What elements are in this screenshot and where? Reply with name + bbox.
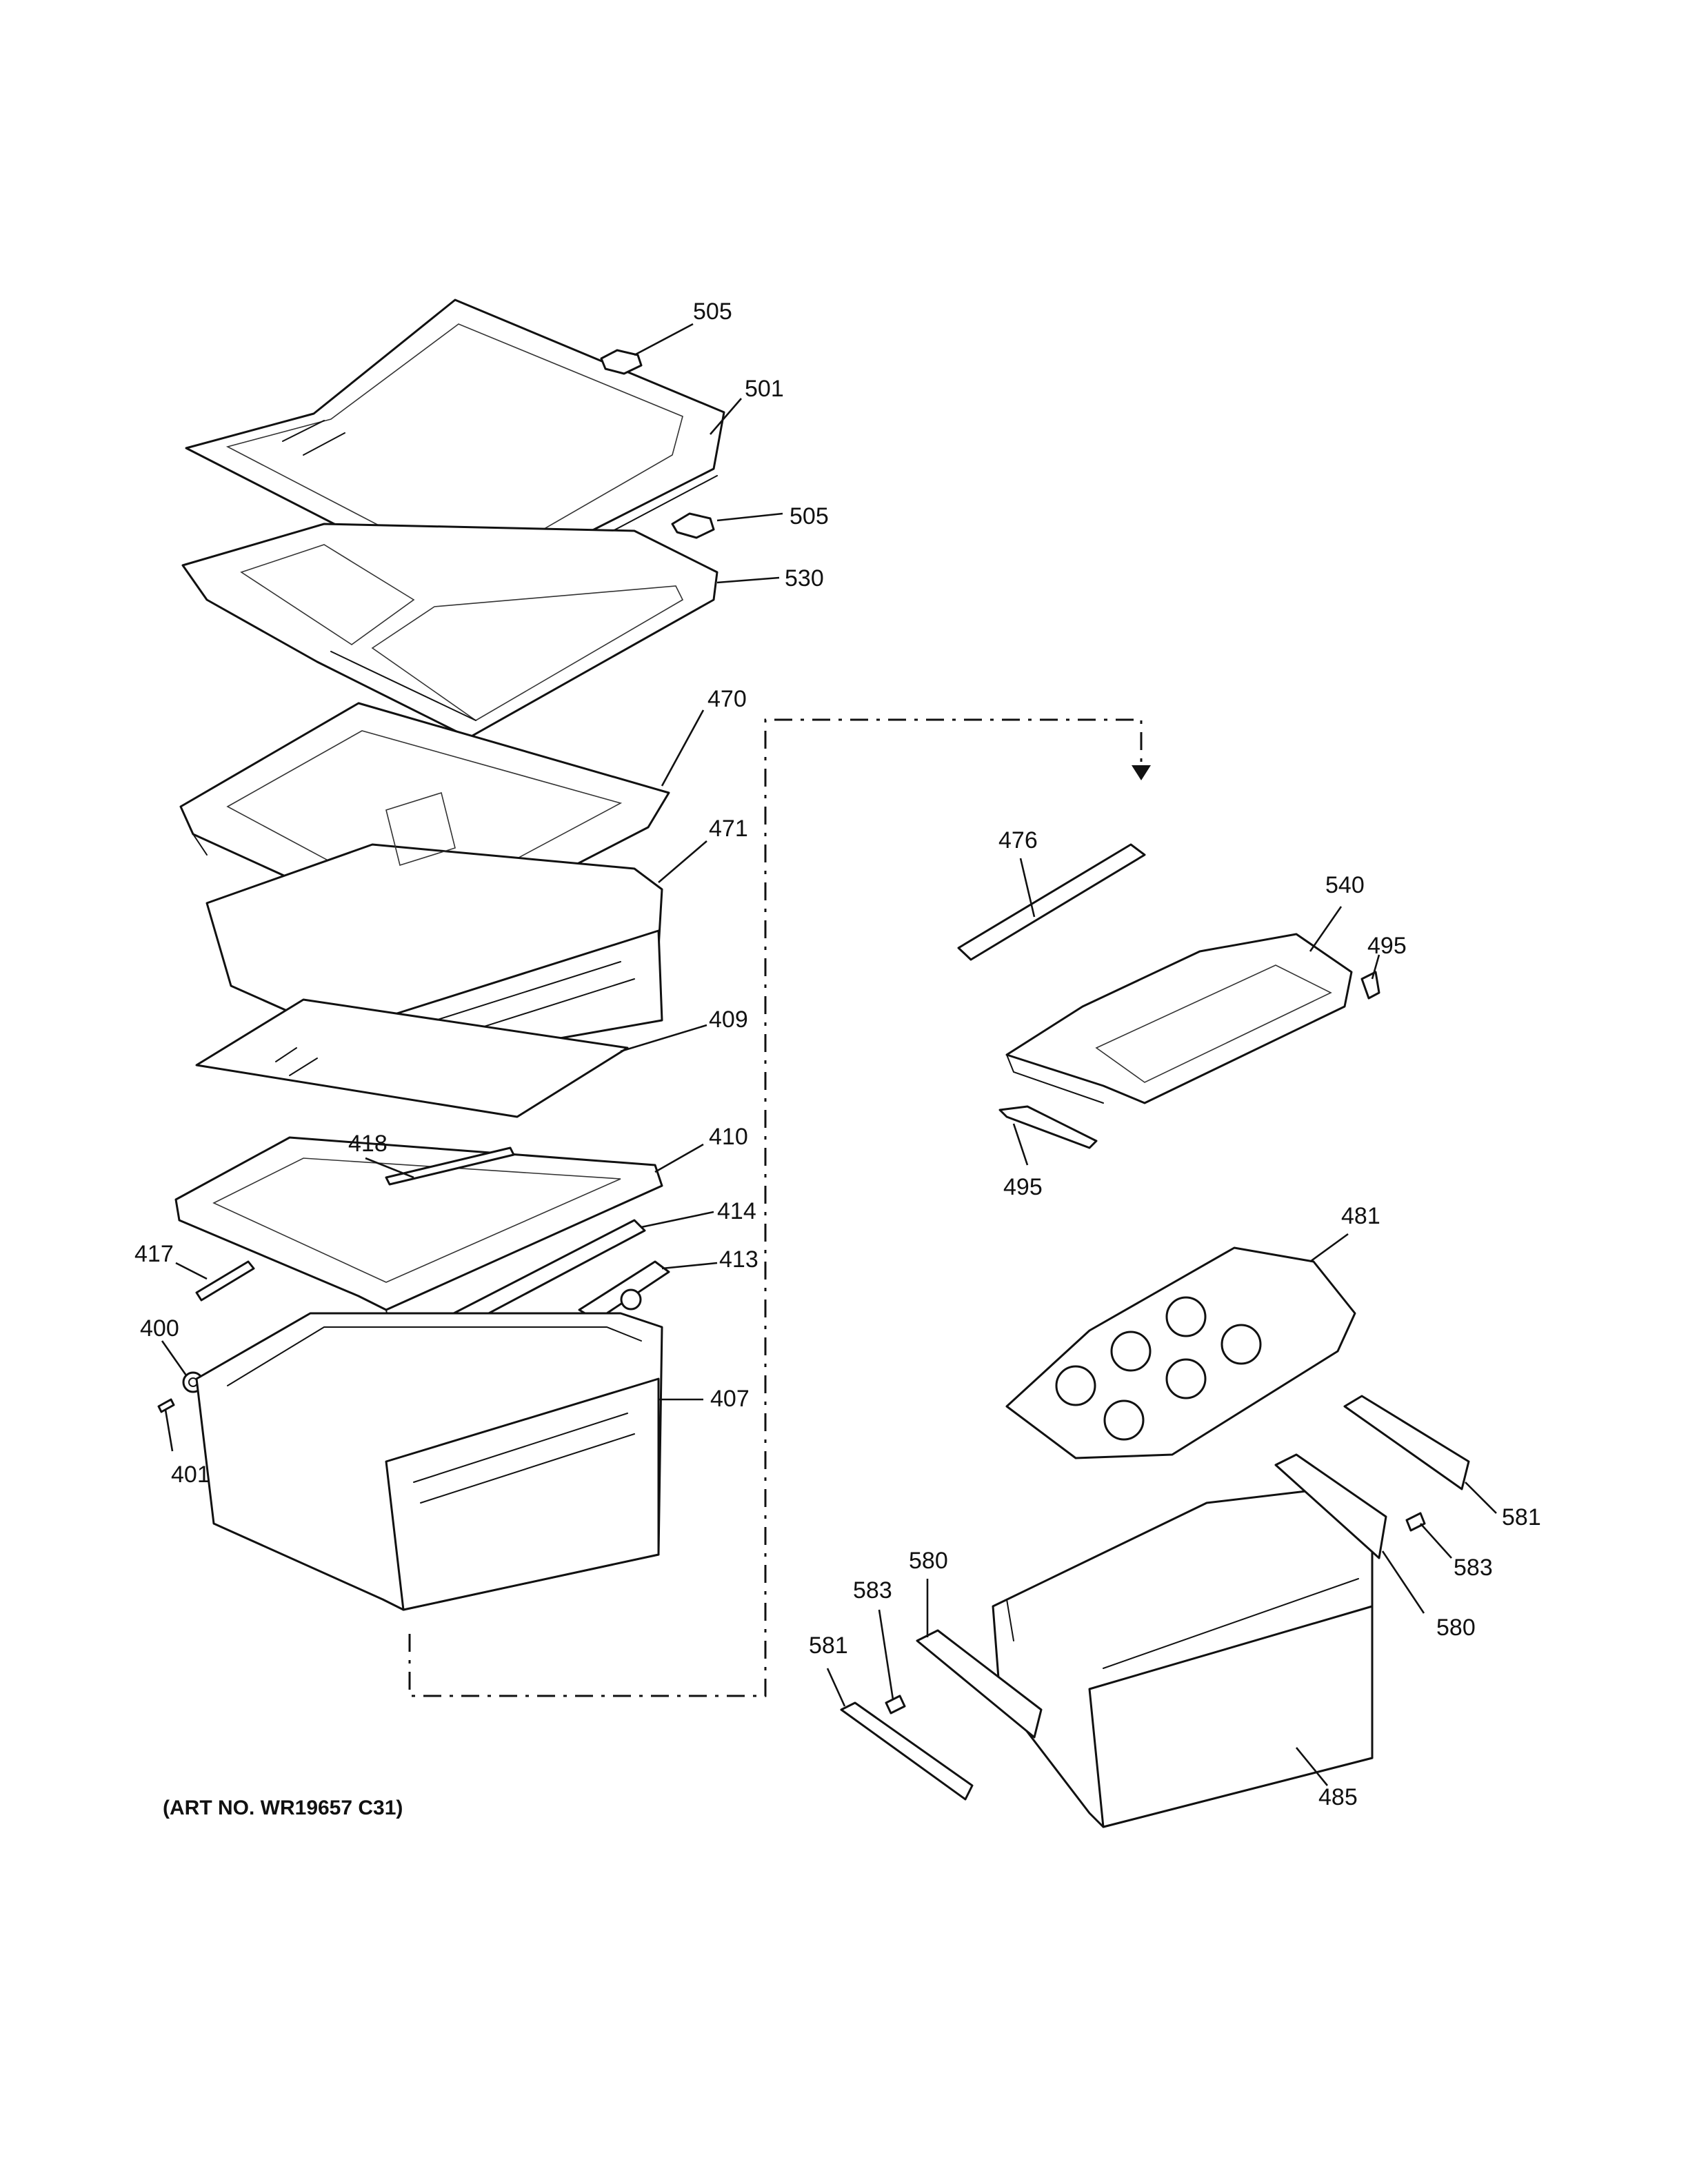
label-401: 401	[171, 1462, 210, 1488]
label-505: 505	[790, 503, 829, 529]
label-400: 400	[140, 1315, 179, 1342]
label-540: 540	[1325, 872, 1365, 898]
art-number: (ART NO. WR19657 C31)	[163, 1797, 403, 1819]
label-476: 476	[998, 827, 1038, 853]
screw-583-right	[1405, 1512, 1426, 1532]
part-labels: 505 501 505 530 470 471 409 418 410 414 …	[134, 299, 1541, 1810]
leader-lines	[161, 323, 1497, 1786]
egg-cup	[1165, 1296, 1207, 1337]
egg-cup	[1103, 1399, 1145, 1441]
label-410: 410	[709, 1124, 748, 1150]
label-530: 530	[785, 565, 824, 592]
label-583: 583	[853, 1577, 892, 1604]
label-583: 583	[1454, 1555, 1493, 1581]
rod-418	[385, 1146, 515, 1186]
egg-cup	[1165, 1358, 1207, 1399]
route-arrow-icon	[1132, 765, 1151, 780]
pan-485	[992, 1488, 1374, 1828]
bracket-581-left	[840, 1701, 974, 1801]
label-495: 495	[1003, 1174, 1043, 1200]
egg-tray-481	[1005, 1246, 1356, 1459]
label-409: 409	[709, 1007, 748, 1033]
label-580: 580	[1436, 1615, 1476, 1641]
label-481: 481	[1341, 1203, 1380, 1229]
clip-495-bottom	[998, 1105, 1098, 1149]
label-581: 581	[1502, 1504, 1541, 1530]
label-485: 485	[1318, 1784, 1358, 1810]
label-495: 495	[1367, 933, 1407, 959]
frame-410	[174, 1136, 663, 1328]
label-581: 581	[809, 1632, 848, 1659]
bracket-580-left	[916, 1629, 1043, 1739]
egg-cup	[1220, 1324, 1262, 1365]
bracket-580-right	[1274, 1453, 1387, 1559]
clip-505-mid	[671, 512, 715, 539]
shelf-frame-530	[181, 523, 719, 739]
drawer-407	[195, 1312, 663, 1611]
assembly-route-line	[408, 718, 1143, 1697]
label-414: 414	[717, 1198, 756, 1224]
glass-409	[195, 998, 629, 1118]
label-471: 471	[709, 816, 748, 842]
clip-495-top	[1360, 971, 1380, 1000]
rail-476	[957, 843, 1146, 961]
egg-cup	[1055, 1365, 1096, 1406]
screw-583-left	[885, 1695, 906, 1715]
bracket-581-right	[1343, 1395, 1470, 1490]
label-413: 413	[719, 1246, 758, 1273]
egg-cup	[1110, 1331, 1152, 1372]
label-418: 418	[348, 1131, 388, 1157]
label-417: 417	[134, 1241, 174, 1267]
label-505: 505	[693, 299, 732, 325]
tray-540	[1005, 933, 1353, 1104]
screw-401	[157, 1398, 175, 1413]
label-470: 470	[707, 686, 747, 712]
rod-417	[195, 1260, 255, 1302]
label-407: 407	[710, 1386, 750, 1412]
label-580: 580	[909, 1548, 948, 1574]
handle-413	[578, 1260, 670, 1322]
clip-505-top	[600, 349, 643, 375]
label-501: 501	[745, 376, 784, 402]
